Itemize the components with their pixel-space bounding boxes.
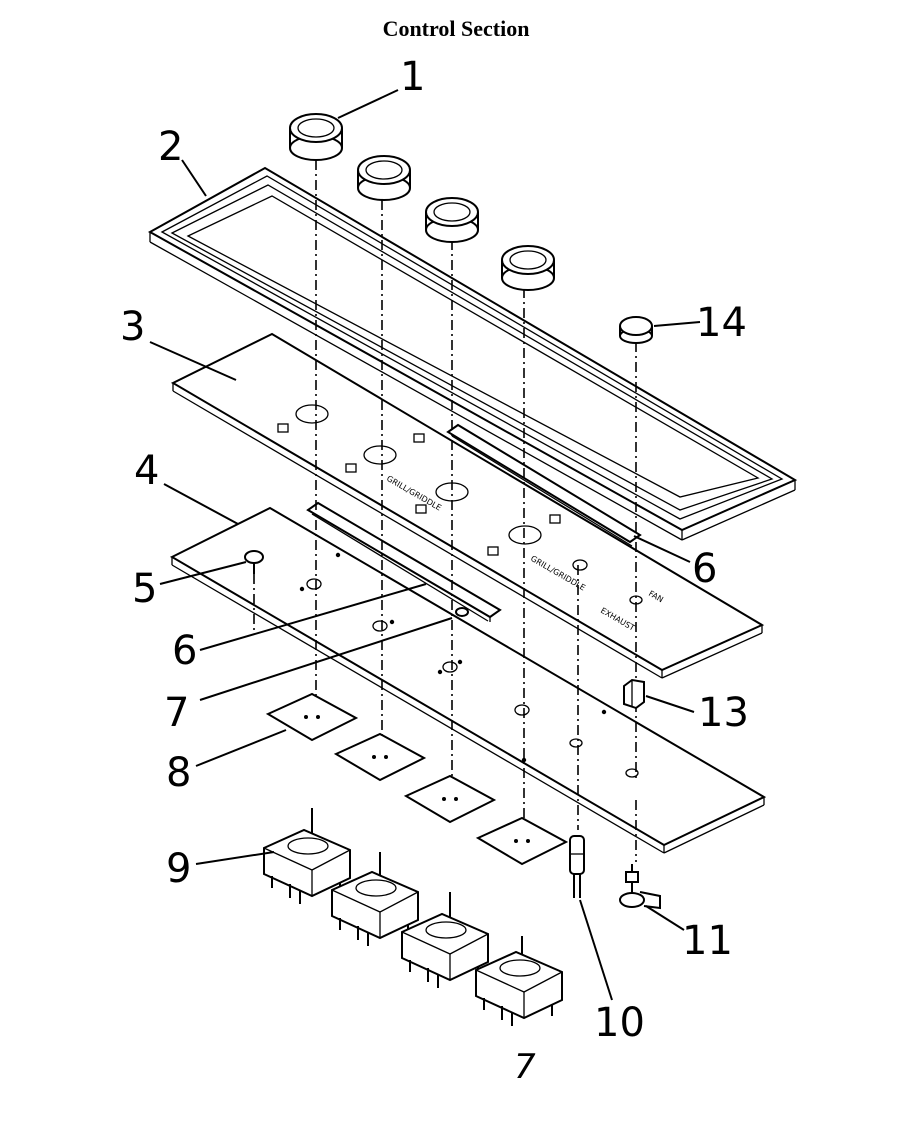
callout-labels: 1 2 3 4 5 6 6 7 8 9 10 11 13 14 xyxy=(120,54,749,1046)
insulator-pad-1 xyxy=(265,692,359,742)
callout-13: 13 xyxy=(698,690,749,736)
control-panel: GRILL/GRIDDLE GRILL/GRIDDLE EXHAUST FAN xyxy=(170,332,765,679)
switch-2 xyxy=(331,852,419,946)
nut-part-7 xyxy=(455,607,469,617)
callout-4: 4 xyxy=(134,448,159,494)
callout-3: 3 xyxy=(120,304,145,350)
callout-6-lower: 6 xyxy=(172,628,197,674)
knob-4 xyxy=(501,245,555,291)
callout-6-upper: 6 xyxy=(692,546,717,592)
callout-2: 2 xyxy=(158,124,183,170)
insulator-pad-3 xyxy=(403,774,497,824)
callout-11: 11 xyxy=(682,918,733,964)
indicator-light-part-10 xyxy=(569,835,585,898)
cap-part-14 xyxy=(619,316,653,344)
callout-8: 8 xyxy=(166,750,191,796)
page-title: Control Section xyxy=(382,16,530,41)
insulator-pad-4 xyxy=(475,816,569,866)
channel-rail-upper xyxy=(446,423,642,547)
screw-part-5 xyxy=(244,550,264,574)
terminal-part-11 xyxy=(619,864,661,910)
callout-7: 7 xyxy=(164,690,189,736)
leader-lines xyxy=(149,89,701,1001)
knob-3 xyxy=(425,197,479,243)
callout-9: 9 xyxy=(166,846,191,892)
standoff-part-13 xyxy=(623,678,645,710)
switch-1 xyxy=(263,808,351,904)
knob-1 xyxy=(289,113,343,161)
callout-5: 5 xyxy=(132,566,157,612)
knob-2 xyxy=(357,155,411,201)
callout-10: 10 xyxy=(594,1000,645,1046)
callout-14: 14 xyxy=(696,300,747,346)
insulator-pad-2 xyxy=(333,732,427,782)
switch-3 xyxy=(401,892,489,988)
callout-1: 1 xyxy=(400,54,425,100)
switch-4 xyxy=(475,936,563,1026)
page-number: 7 xyxy=(514,1047,536,1087)
bezel-frame xyxy=(147,166,798,541)
